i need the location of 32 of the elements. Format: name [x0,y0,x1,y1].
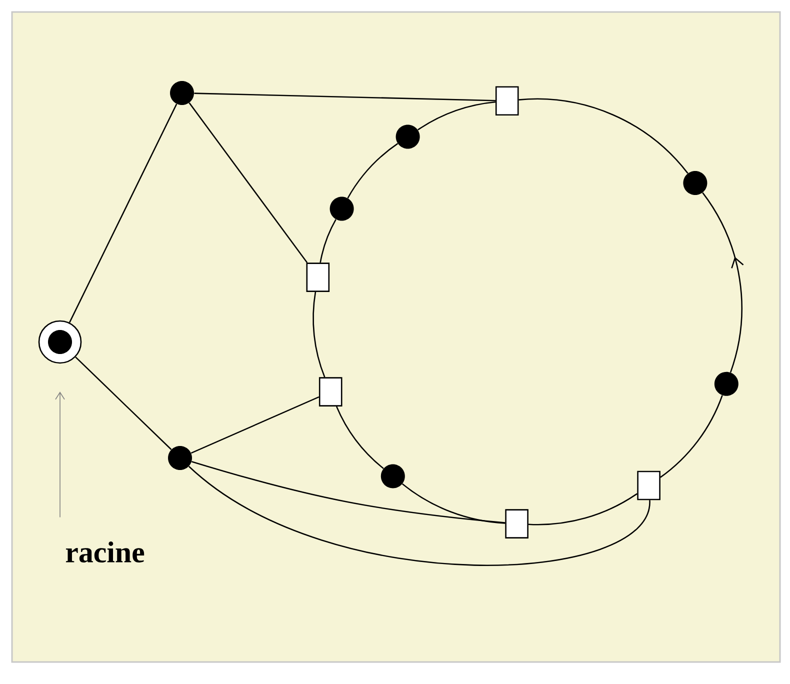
edge-line [188,466,650,566]
square-vertex [306,262,330,292]
circle-arc [320,219,336,263]
circle-arc [702,192,744,373]
square-vertex [495,86,519,116]
vertex-dot [714,372,738,396]
circle-arc [347,143,398,198]
circle-arc [418,101,496,130]
edge-line [190,396,320,454]
edge-line [68,104,178,323]
edge-line [188,102,308,264]
vertex-dot [330,196,354,221]
square-vertex [637,470,660,500]
root-vertex [38,320,82,364]
vertex-dot [683,171,708,195]
edge-line [75,356,172,450]
circle-arc [660,395,723,478]
circle-arc [402,483,506,524]
leader-arrow [55,392,65,518]
square-vertex [505,509,528,538]
circle-arc [336,406,384,469]
edge-line [194,92,496,102]
circle-arc [518,98,688,174]
edge-line [191,460,506,524]
vertex-dot [380,464,405,488]
vertex-dot [170,81,194,105]
root-label: racine [66,541,144,563]
square-vertex [318,377,342,406]
vertex-dot [168,446,192,470]
circle-arc [312,292,326,378]
circle-arc [528,493,638,526]
vertex-dot [396,124,420,149]
